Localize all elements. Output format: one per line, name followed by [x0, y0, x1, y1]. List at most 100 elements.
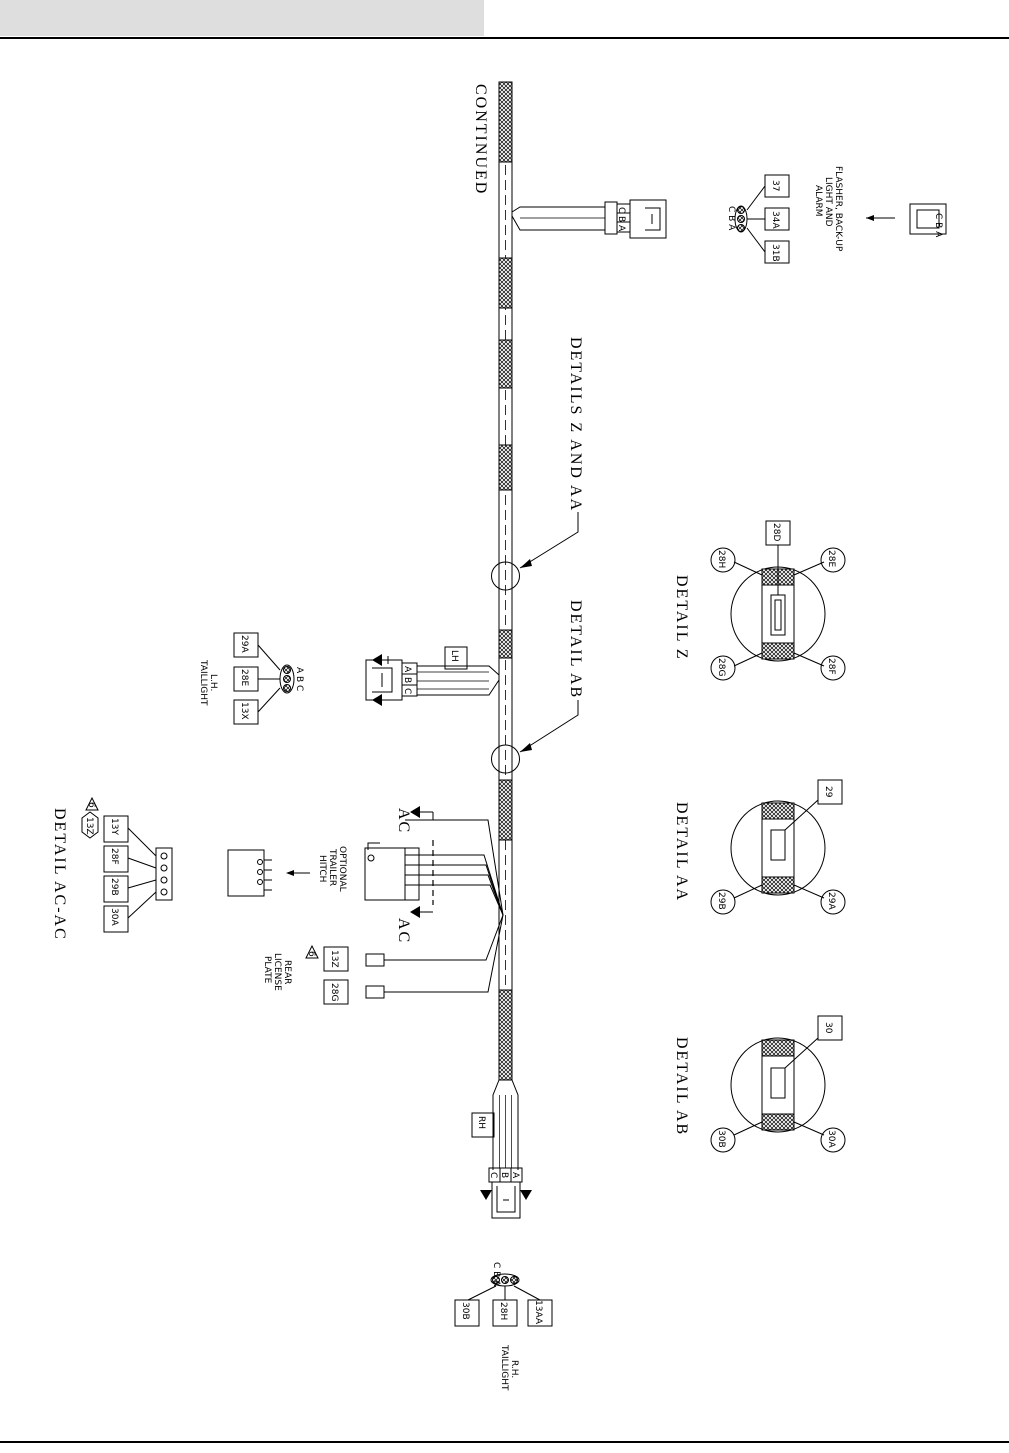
wire-label: 28E	[239, 669, 249, 686]
wire-box	[765, 520, 791, 546]
details-z-aa-label: DETAILS Z AND AA	[567, 337, 584, 512]
wire-label: 28D	[771, 523, 781, 541]
svg-text:B: B	[499, 1172, 509, 1178]
wire-box	[323, 946, 349, 972]
flasher-pin-letters: C B A	[726, 206, 736, 231]
wire-label: 37	[770, 180, 780, 191]
wire-label: 28F	[826, 658, 836, 675]
wire-circle	[820, 889, 846, 915]
ac-top-label: AC	[395, 808, 412, 834]
wire-label: 30	[823, 1022, 833, 1034]
wire-label: 13Z	[329, 950, 339, 968]
detail-ab-drawing	[730, 1037, 826, 1136]
wire-circle	[820, 655, 846, 681]
wire-label: 28H	[716, 550, 726, 568]
detail-aa-label: DETAIL AA	[673, 802, 690, 902]
lh-branch: A B C	[257, 644, 500, 713]
wire-label: 13Z	[84, 817, 94, 835]
wire-label: 30B	[460, 1302, 470, 1320]
flasher-pins	[734, 185, 766, 253]
wire-circle	[710, 1127, 736, 1153]
svg-text:B: B	[616, 216, 626, 222]
svg-text:C: C	[488, 1172, 498, 1178]
wire-circle	[710, 655, 736, 681]
wire-label: 28G	[329, 983, 339, 1001]
detail-aa-drawing	[730, 799, 826, 899]
flasher-branch: C B A C B A	[511, 199, 947, 239]
wire-box	[764, 174, 790, 198]
rh-label: RH	[476, 1116, 486, 1129]
wire-box	[103, 905, 129, 933]
wire-label: 29A	[826, 892, 836, 910]
wire-box	[233, 632, 259, 658]
wire-circle	[820, 1127, 846, 1153]
flasher-label-3: ALARM	[813, 185, 823, 217]
detail-ab-label: DETAIL AB	[673, 1037, 690, 1136]
wire-circle	[710, 547, 736, 573]
wire-box	[103, 815, 129, 843]
wire-label: 28G	[716, 658, 726, 676]
wire-box	[492, 1299, 518, 1327]
detail-z-label: DETAIL Z	[673, 575, 690, 661]
detail-ab-callout: DETAIL AB	[567, 600, 584, 699]
ac-bottom-label: AC	[395, 918, 412, 944]
wire-box	[103, 845, 129, 873]
svg-text:C: C	[402, 688, 412, 694]
main-harness	[491, 81, 520, 1170]
svg-text:B: B	[402, 677, 412, 683]
wire-label: 28E	[826, 550, 836, 567]
wire-box	[817, 1015, 843, 1041]
wire-circle	[820, 547, 846, 573]
lh-label: LH	[449, 650, 459, 662]
detail-ac-drawing	[127, 827, 173, 919]
plate-label-1: REAR	[282, 960, 292, 984]
lh-pin-letters: A B C	[294, 667, 304, 691]
lh-taillight-label-1: L.H.	[208, 674, 218, 691]
rh-taillight-label-2: TAILLIGHT	[499, 1344, 509, 1391]
note-6-plate: 6	[306, 951, 316, 957]
wire-hexagon	[81, 811, 99, 839]
wire-box	[454, 1299, 480, 1327]
wire-box	[233, 699, 259, 725]
header-tab	[0, 0, 484, 36]
wire-box	[764, 240, 790, 264]
footer-rule	[0, 1441, 1009, 1443]
wire-box	[103, 875, 129, 903]
wire-box	[764, 207, 790, 231]
svg-text:C B A: C B A	[933, 213, 943, 238]
note-triangle-icon	[305, 944, 319, 959]
wire-label: 34A	[770, 211, 780, 229]
continued-label: CONTINUED	[472, 84, 489, 195]
svg-text:A: A	[402, 666, 412, 673]
hitch-label-2: TRAILER	[327, 848, 337, 886]
detail-z-drawing	[730, 545, 826, 667]
note-triangle-icon	[85, 796, 99, 811]
wire-label: 29B	[716, 892, 726, 910]
wire-label: 31B	[770, 244, 780, 262]
wire-box	[817, 779, 843, 805]
rh-pin-letters: C B A	[491, 1262, 501, 1287]
svg-text:A: A	[510, 1172, 520, 1179]
rh-taillight-label-1: R.H.	[509, 1360, 519, 1378]
plate-label-2: LICENSE	[272, 953, 282, 991]
wire-box	[323, 979, 349, 1005]
hitch-label-1: OPTIONAL	[337, 846, 347, 892]
hitch-branch	[227, 806, 504, 999]
wire-label: 13Y	[109, 818, 119, 835]
wire-label: 30A	[109, 908, 119, 926]
hitch-label-3: HITCH	[317, 855, 327, 882]
plate-label-3: PLATE	[262, 956, 272, 984]
wire-label: 29	[823, 786, 833, 798]
rh-branch: C B A	[467, 1112, 541, 1301]
note-6-ac: 6	[86, 802, 96, 808]
wire-box	[233, 666, 259, 692]
svg-text:A: A	[616, 225, 626, 232]
wire-label: 30B	[716, 1130, 726, 1148]
flasher-label-1: FLASHER, BACK-UP	[833, 166, 843, 252]
wire-label: 28H	[498, 1302, 508, 1320]
wire-label: 29A	[239, 635, 249, 653]
wire-circle	[710, 889, 736, 915]
wire-label: 29B	[109, 878, 119, 896]
header-rule	[0, 37, 1009, 39]
